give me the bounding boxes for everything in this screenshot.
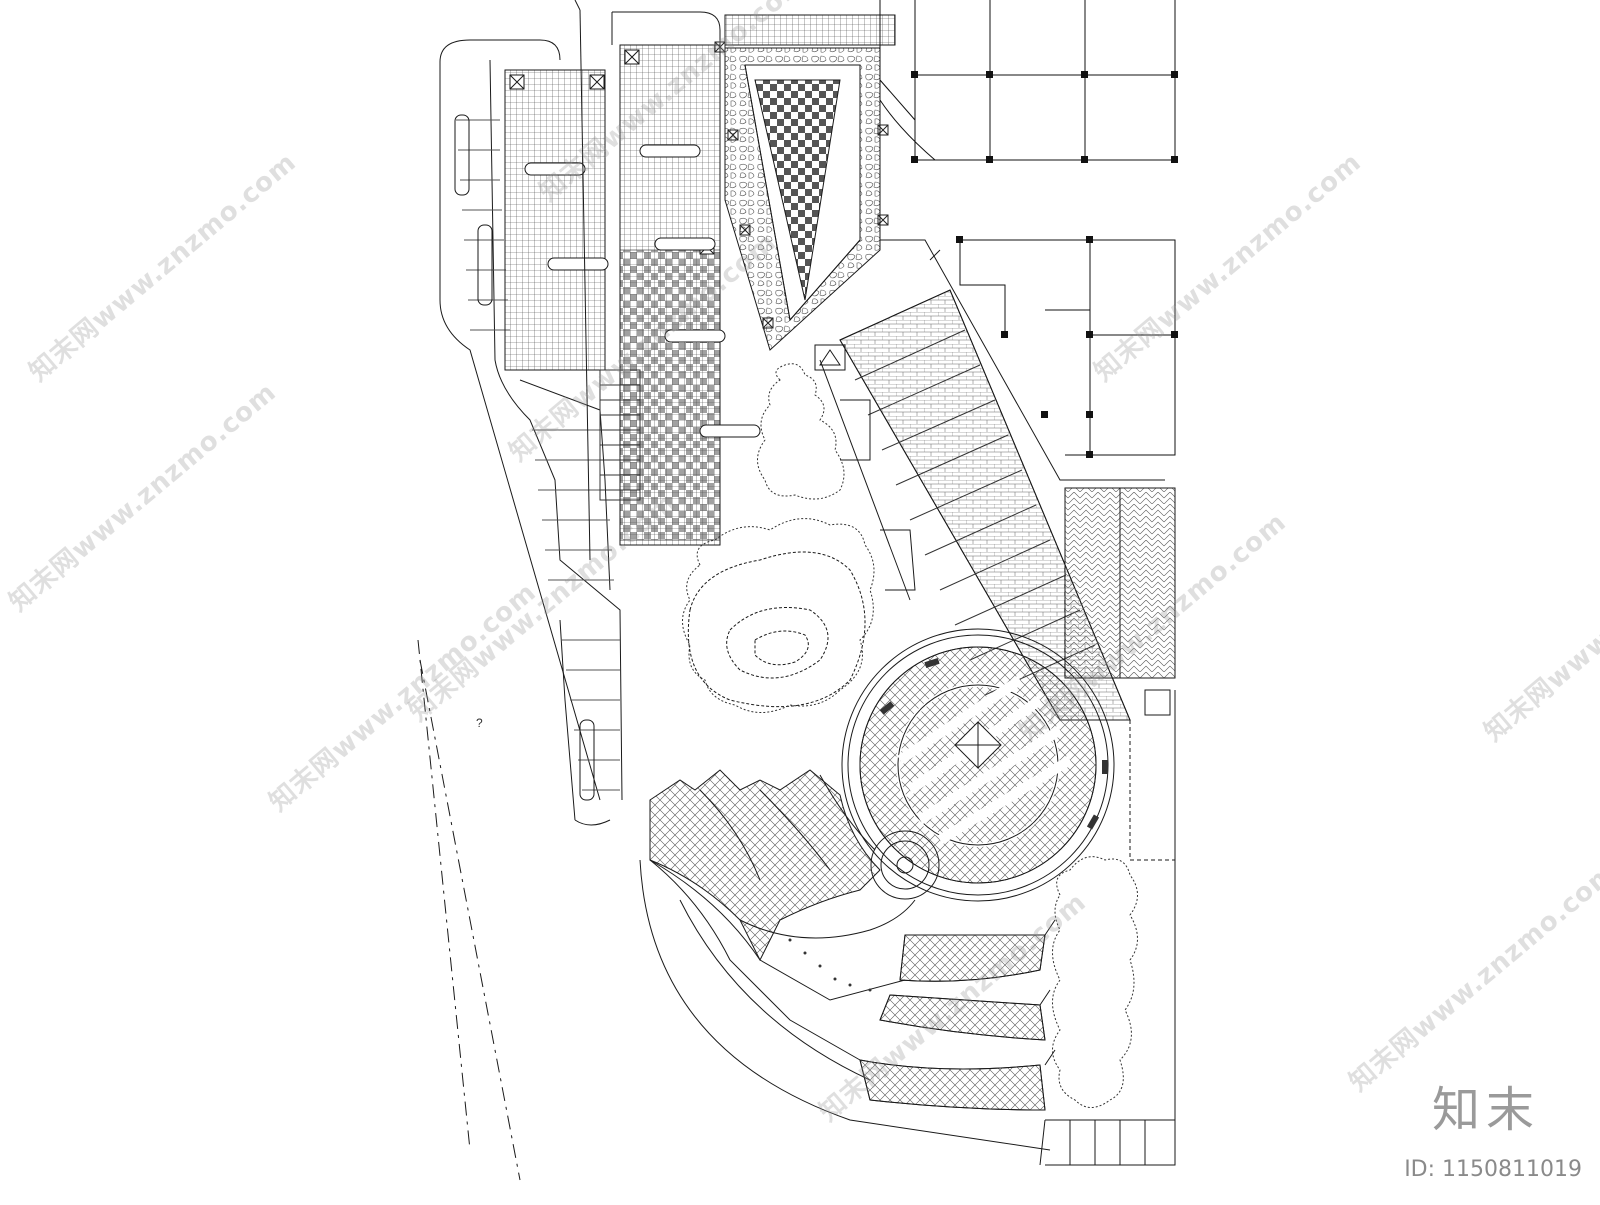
herringbone-plaza	[1064, 487, 1176, 1160]
parking-lane	[439, 39, 623, 826]
diagonal-walkway	[819, 239, 1165, 721]
terrace-steps	[859, 919, 1056, 1111]
building-grid	[879, 0, 1178, 458]
circular-plaza	[841, 628, 1115, 902]
brand-logo: 知末	[1431, 1082, 1540, 1138]
image-id: ID: 1150811019	[1404, 1157, 1582, 1182]
stone-garden	[714, 14, 896, 351]
parking-planter-right	[619, 44, 761, 546]
stair-left	[599, 369, 641, 501]
fountain	[870, 830, 940, 900]
tree-canopy	[682, 363, 1138, 1108]
parking-planter-left	[504, 69, 609, 371]
pond	[687, 551, 866, 708]
bottom-steps	[1039, 1119, 1176, 1166]
terrace-fan	[639, 769, 1051, 1151]
unknown-label: ?	[476, 716, 483, 730]
road-centerline	[417, 639, 521, 1181]
